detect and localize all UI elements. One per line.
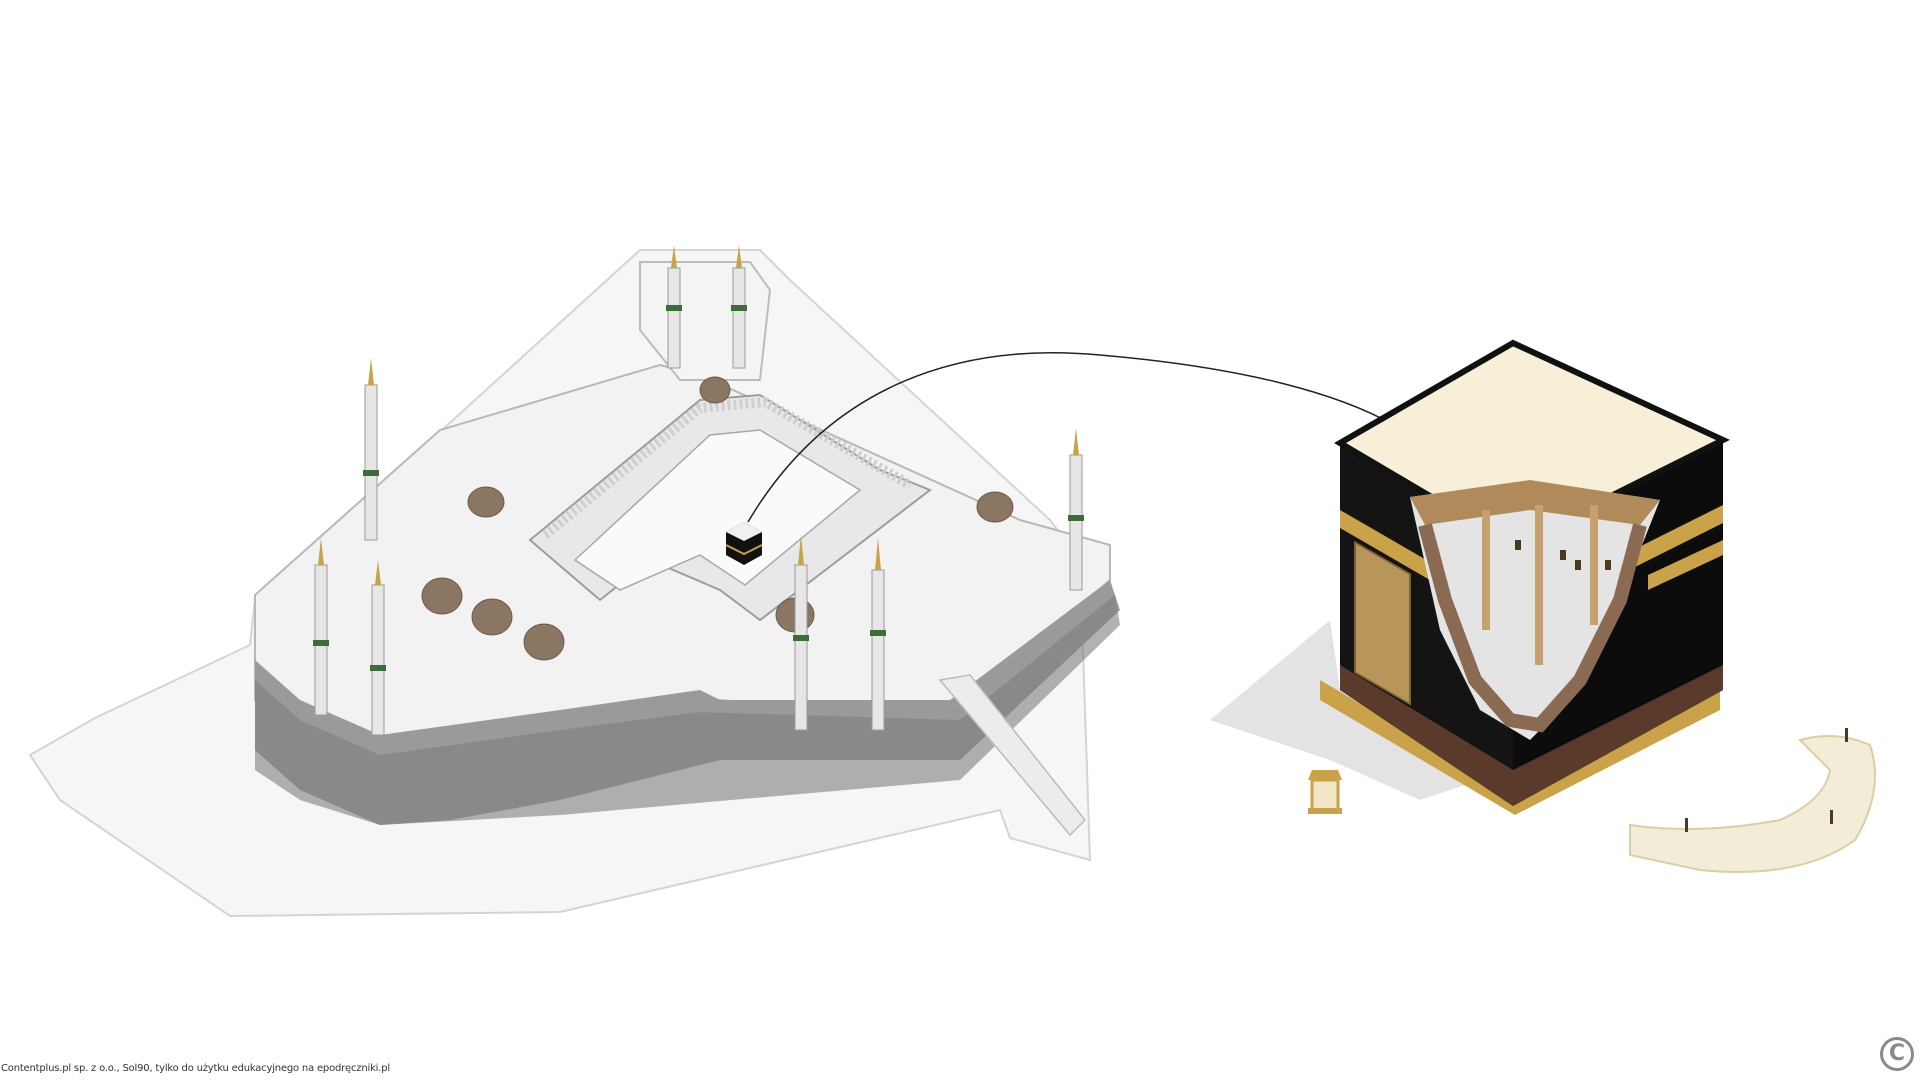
kaaba-small [725,522,763,565]
domes [421,376,1014,661]
arc-wall-hijr-ismail [1629,728,1876,873]
kaaba-cutaway [1320,339,1730,815]
mosque-building [254,245,1120,837]
credit-text: Contentplus.pl sp. z o.o., Sol90, tylko … [1,1063,390,1074]
minarets [313,245,1084,736]
lantern-maqam-ibrahim [1308,770,1342,814]
kaaba-door [1354,540,1411,706]
connector-line [747,351,1393,523]
copyright-icon: C [1880,1037,1914,1071]
